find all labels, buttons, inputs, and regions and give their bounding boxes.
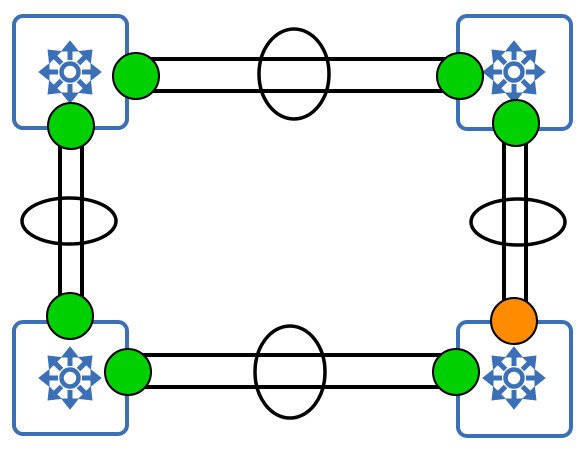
port-tl-south[interactable] xyxy=(47,102,95,150)
port-br-north[interactable] xyxy=(490,297,538,345)
port-tl-east[interactable] xyxy=(112,52,160,100)
link-left xyxy=(58,124,84,320)
link-right xyxy=(502,124,528,320)
link-bottom xyxy=(124,353,458,389)
lag-ellipse-top xyxy=(257,27,331,121)
port-br-west[interactable] xyxy=(432,348,480,396)
port-tr-west[interactable] xyxy=(436,52,484,100)
port-tr-south[interactable] xyxy=(492,99,540,147)
lag-ellipse-bottom xyxy=(253,324,327,420)
port-bl-north[interactable] xyxy=(46,292,94,340)
lag-ellipse-right xyxy=(469,197,567,247)
port-bl-east[interactable] xyxy=(104,348,152,396)
lag-ellipse-left xyxy=(20,196,118,246)
